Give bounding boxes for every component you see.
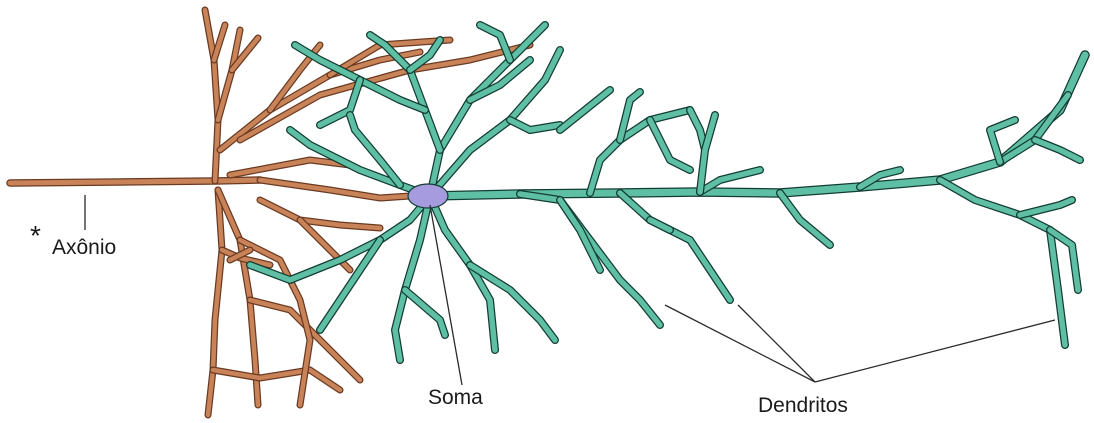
dendrite-branch bbox=[560, 90, 610, 130]
axon bbox=[10, 10, 530, 415]
axon-branch bbox=[214, 25, 225, 60]
dendrite-branch bbox=[560, 200, 600, 270]
soma-body bbox=[408, 184, 448, 208]
axon-branch bbox=[230, 160, 350, 175]
dendrite-branch bbox=[650, 120, 690, 170]
dendrite-leader-line bbox=[665, 305, 815, 382]
dendrite-branch bbox=[510, 120, 560, 130]
dendrite-branch bbox=[1035, 140, 1080, 160]
axon-asterisk: * bbox=[30, 220, 41, 252]
axon-branch bbox=[10, 180, 260, 183]
dendrite-leader-line bbox=[738, 305, 815, 382]
soma-label: Soma bbox=[428, 386, 483, 410]
dendrite-branch bbox=[620, 193, 730, 300]
soma-shape bbox=[408, 184, 448, 208]
dendrite-leader-line bbox=[815, 320, 1055, 382]
dendrite-branch-outline bbox=[470, 265, 555, 340]
dendrites-label: Dendritos bbox=[758, 394, 848, 418]
axon-label: Axônio bbox=[52, 236, 116, 260]
dendrites bbox=[250, 25, 1085, 360]
